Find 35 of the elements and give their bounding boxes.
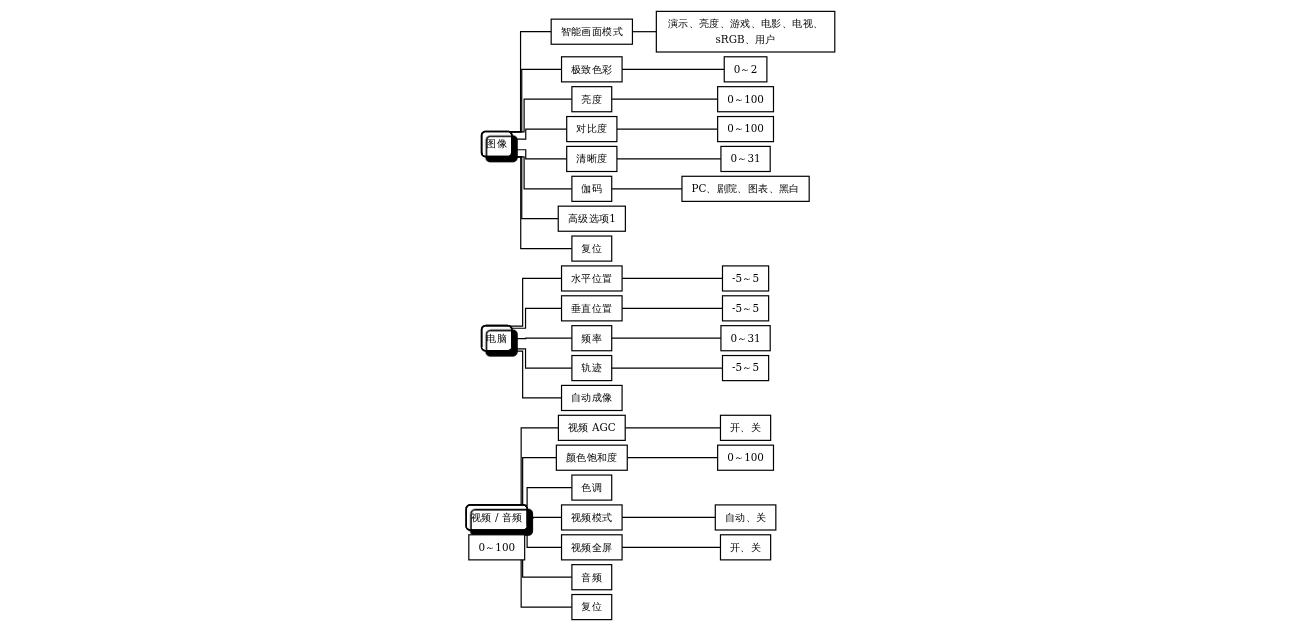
node-box bbox=[714, 504, 777, 531]
node-box bbox=[560, 384, 623, 412]
node-box bbox=[717, 115, 775, 143]
node-box bbox=[571, 235, 613, 262]
node-box bbox=[717, 86, 775, 113]
node-box bbox=[571, 474, 613, 501]
node-box bbox=[717, 444, 775, 471]
node-box bbox=[571, 86, 613, 113]
node-box bbox=[721, 295, 770, 322]
node-box bbox=[655, 10, 836, 53]
node-box bbox=[571, 564, 613, 591]
node-box bbox=[719, 534, 772, 561]
node-box bbox=[720, 325, 771, 352]
node-box bbox=[560, 265, 623, 292]
node-box bbox=[560, 504, 623, 531]
node-box bbox=[719, 414, 772, 441]
node-box bbox=[468, 534, 526, 561]
node-box bbox=[571, 593, 613, 621]
node-box bbox=[571, 175, 613, 202]
node-box bbox=[571, 325, 613, 352]
node-box bbox=[555, 444, 628, 471]
node-box bbox=[560, 534, 623, 561]
node-box bbox=[560, 295, 623, 322]
node-box bbox=[681, 175, 810, 202]
node-box bbox=[557, 414, 626, 441]
node-box bbox=[560, 56, 623, 83]
node-box bbox=[566, 145, 618, 173]
node-box bbox=[723, 56, 768, 83]
node-box bbox=[721, 265, 770, 292]
node-box bbox=[720, 145, 771, 173]
node-box bbox=[566, 115, 618, 143]
node-box bbox=[557, 205, 626, 232]
node-box bbox=[550, 18, 634, 45]
node-box bbox=[721, 354, 770, 382]
node-box bbox=[571, 354, 613, 382]
